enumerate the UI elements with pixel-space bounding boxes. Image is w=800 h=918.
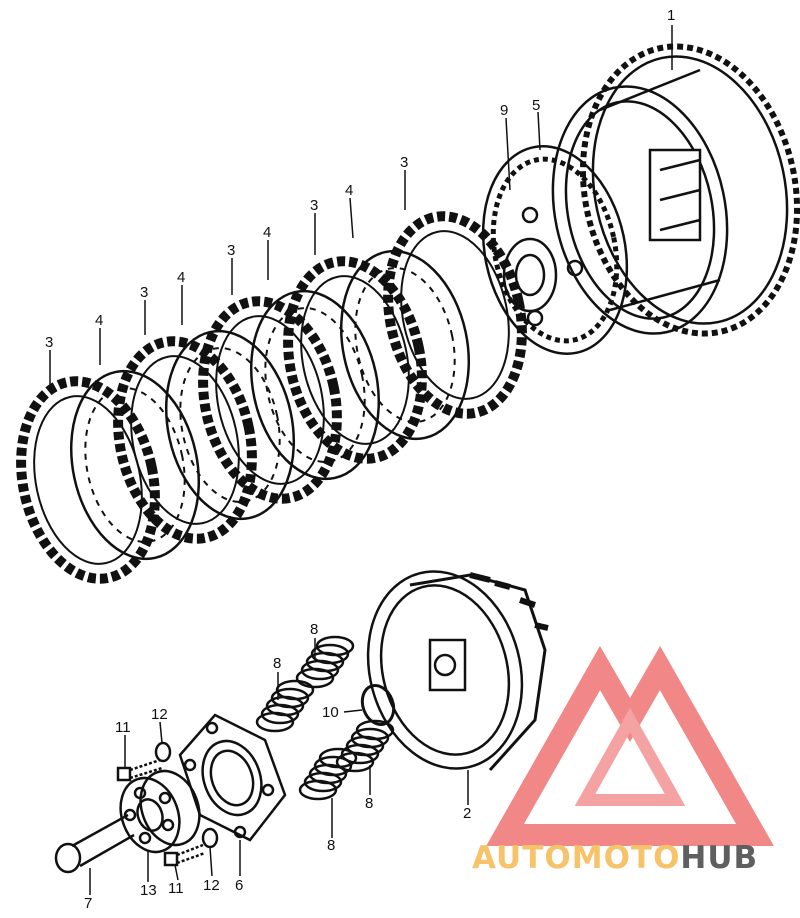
part-label-8-a: 8 [310, 621, 318, 638]
part-label-12-b: 12 [203, 877, 220, 894]
spring-top-left [255, 679, 315, 733]
bolts-and-washers [116, 741, 219, 867]
clutch-lifter-plate [178, 713, 287, 842]
release-bearing [119, 769, 201, 854]
washer-lower [201, 827, 219, 849]
watermark-hub: HUB [680, 840, 758, 876]
watermark-moto: MOTO [572, 840, 681, 876]
friction-discs-and-plates [16, 211, 527, 584]
spring-bottom-right [335, 719, 395, 773]
bolt-lower [163, 843, 206, 867]
part-label-9: 9 [500, 102, 508, 119]
part-label-5: 5 [532, 97, 540, 114]
clutch-center-boss [481, 145, 629, 355]
part-label-4-b: 4 [263, 224, 271, 241]
snap-ring [360, 684, 396, 726]
leader-lines [49, 25, 673, 895]
part-label-13: 13 [140, 882, 157, 899]
part-label-4-c: 4 [177, 269, 185, 286]
clutch-outer-basket [551, 43, 800, 337]
part-label-2: 2 [463, 805, 471, 822]
part-label-12-a: 12 [151, 706, 168, 723]
watermark-text: AUTOMOTOHUB [472, 840, 758, 876]
part-label-4-d: 4 [95, 312, 103, 329]
part-label-8-c: 8 [365, 795, 373, 812]
part-label-10: 10 [322, 704, 339, 721]
spring-top-right [295, 635, 355, 689]
bolt-upper [116, 758, 163, 782]
part-label-3-a: 3 [400, 154, 408, 171]
part-label-3-d: 3 [140, 284, 148, 301]
part-label-3-e: 3 [45, 334, 53, 351]
part-label-7: 7 [84, 895, 92, 912]
lifter-rod [54, 813, 135, 874]
part-label-3-c: 3 [227, 242, 235, 259]
part-label-8-b: 8 [273, 655, 281, 672]
part-label-3-b: 3 [310, 197, 318, 214]
spring-bottom-left [298, 747, 358, 801]
part-label-8-d: 8 [327, 837, 335, 854]
part-label-6: 6 [235, 877, 243, 894]
svg-text:AUTOMOTOHUB: AUTOMOTOHUB [472, 840, 758, 876]
watermark-logo [486, 645, 774, 846]
clutch-springs [255, 635, 395, 801]
part-label-11-b: 11 [168, 880, 184, 897]
watermark-auto: AUTO [472, 840, 572, 876]
washer-upper [154, 741, 172, 763]
part-number-labels: 1 9 5 3 3 3 3 3 4 4 4 4 8 8 8 8 10 2 11 … [45, 7, 675, 912]
part-label-1: 1 [667, 7, 675, 24]
part-label-11-a: 11 [115, 719, 131, 736]
clutch-inner-hub [366, 570, 549, 772]
part-label-4-a: 4 [345, 182, 353, 199]
